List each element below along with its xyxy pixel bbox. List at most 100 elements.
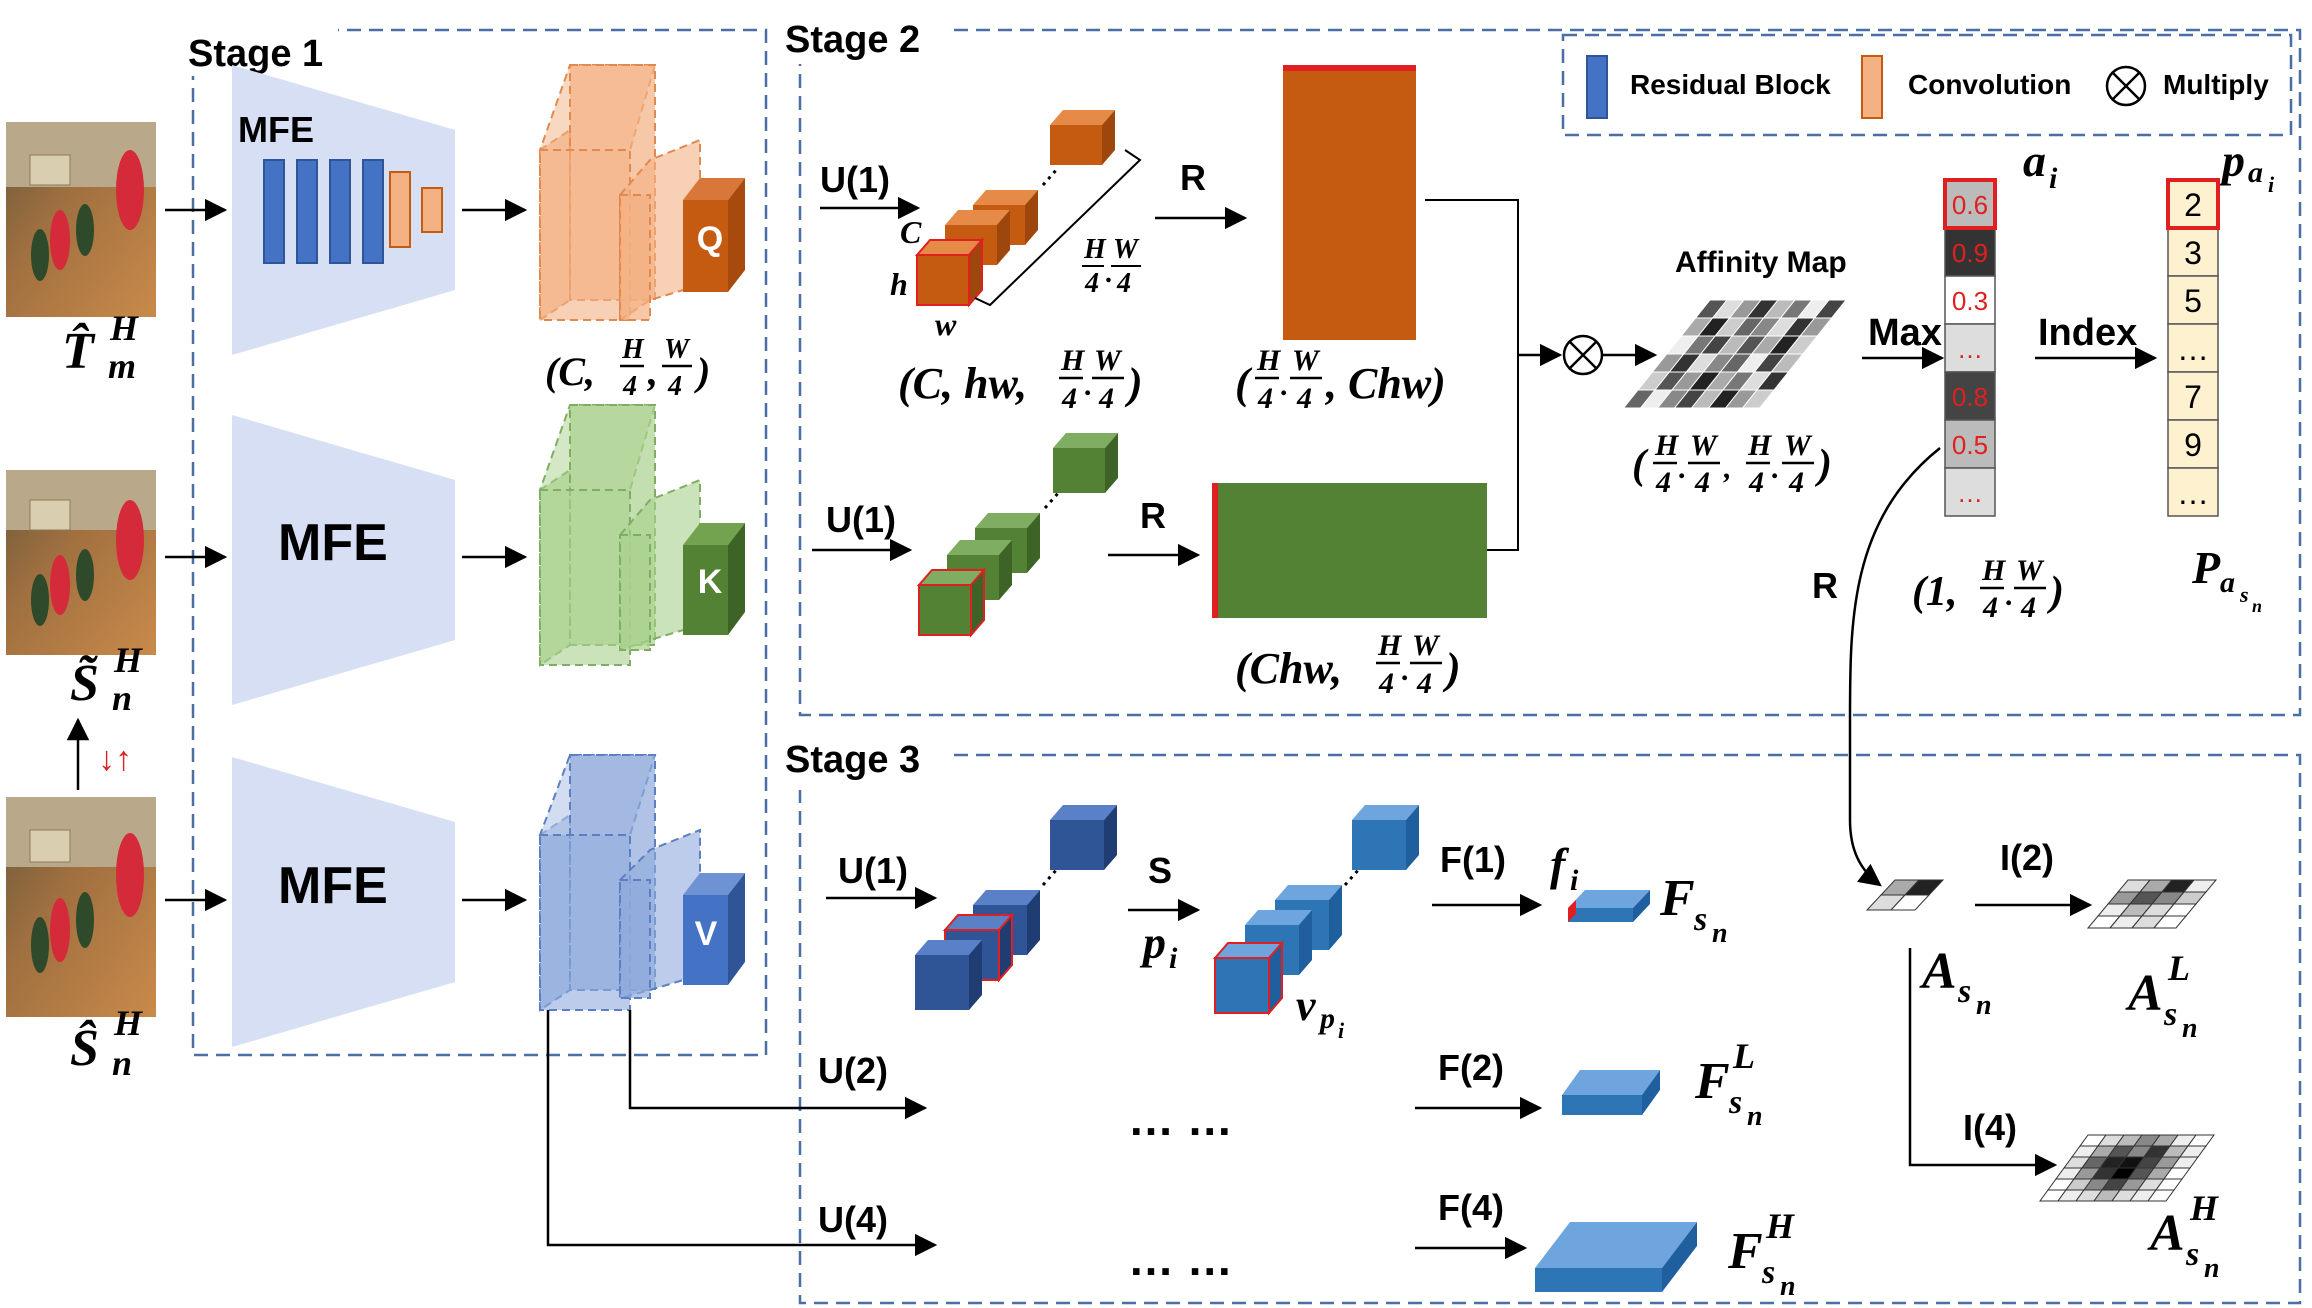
pai-value: 3: [2184, 235, 2202, 271]
svg-text:m: m: [108, 346, 136, 386]
s-label: S: [1148, 850, 1172, 891]
q-highlight-row: [1283, 65, 1416, 71]
pai-highlight: [2166, 178, 2220, 230]
svg-text:): ): [1124, 359, 1143, 408]
svg-text:n: n: [1747, 1101, 1763, 1132]
ai-cell: [1944, 275, 1996, 325]
k-highlight-col: [1212, 483, 1218, 618]
line-u2: [628, 1010, 928, 1120]
attention-cell: [2152, 915, 2188, 929]
svg-text:s: s: [2239, 582, 2249, 607]
P-label: P a s n: [2191, 542, 2262, 616]
attention-cell: [1889, 894, 1931, 911]
pai-value: 5: [2184, 283, 2202, 319]
input-frame-s-tilde: [6, 470, 156, 655]
svg-text:(1,: (1,: [1912, 569, 1958, 615]
ai-value: …: [1957, 334, 1983, 364]
ai-cell: [1944, 419, 1996, 469]
legend-multiply-label: Multiply: [2163, 69, 2269, 100]
ai-cell: [1944, 467, 1996, 517]
Asn-label: A s n: [1919, 943, 1992, 1021]
svg-text:(Chw,: (Chw,: [1235, 644, 1342, 693]
svg-text:(C,: (C,: [545, 349, 595, 394]
FsnH-label: F H s n: [1727, 1206, 1796, 1302]
updown-label: ↓↑: [98, 740, 132, 778]
shape3-label: (Chw, H 4 . W 4 ): [1235, 629, 1461, 700]
svg-text:n: n: [2252, 596, 2262, 616]
k-label: K: [698, 563, 723, 601]
svg-text:s: s: [1728, 1084, 1742, 1121]
AsnH-label: A H s n: [2147, 1188, 2220, 1284]
legend-residual-label: Residual Block: [1630, 69, 1831, 100]
q-shape-label: (C, H 4 , W 4 ): [545, 334, 710, 402]
svg-text:F: F: [1727, 1223, 1763, 1280]
svg-text:4: 4: [1982, 591, 1998, 624]
svg-text:H: H: [1654, 429, 1680, 462]
svg-text:n: n: [112, 678, 132, 718]
cube-h-label: h: [890, 266, 908, 302]
ai-cell: [1944, 227, 1996, 277]
feature-pyramid-q: Q: [538, 64, 745, 322]
svg-text:4: 4: [1061, 382, 1077, 415]
pai-cell: [2167, 419, 2219, 469]
mfe-encoder-2: [232, 415, 455, 705]
svg-text:4: 4: [622, 371, 637, 402]
svg-text:s: s: [2185, 1236, 2199, 1273]
svg-text:H: H: [2189, 1188, 2219, 1228]
svg-text:4: 4: [1655, 466, 1671, 499]
svg-text:,: ,: [647, 349, 658, 394]
affinity-shape-label: ( H 4 . W 4 , H 4 . W 4 ): [1632, 429, 1832, 499]
svg-text:.: .: [2006, 579, 2014, 612]
svg-text:H: H: [1765, 1206, 1795, 1246]
stage2-box: [798, 28, 2302, 717]
cube-w-label: w: [935, 306, 957, 342]
feature-pyramid-k: K: [538, 404, 745, 667]
s2-u1b-label: U(1): [826, 499, 896, 540]
svg-text:.: .: [1106, 258, 1113, 289]
shape2-label: ( H 4 . W 4 , Chw): [1235, 344, 1446, 415]
svg-text:L: L: [2167, 948, 2190, 988]
svg-text:): ): [694, 349, 710, 394]
svg-text:H: H: [1377, 629, 1403, 662]
svg-text:): ): [1814, 442, 1832, 488]
svg-text:(: (: [1235, 359, 1253, 408]
feature-fsn-H: [1535, 1222, 1697, 1292]
svg-text:S̃: S̃: [70, 654, 99, 712]
svg-text:): ): [1442, 644, 1461, 693]
svg-text:(C, hw,: (C, hw,: [898, 359, 1027, 408]
svg-text:4: 4: [1748, 466, 1764, 499]
k-reshaped-matrix: [1212, 483, 1487, 618]
feature-fsn-L: [1562, 1070, 1660, 1115]
svg-text:.: .: [1679, 452, 1687, 485]
fi-label: f i: [1550, 839, 1579, 897]
svg-text:4: 4: [2020, 591, 2036, 624]
ai-cell: [1944, 323, 1996, 373]
svg-text:.: .: [1772, 452, 1780, 485]
v-selected-cube-stack: [1212, 805, 1419, 1016]
r-down-label: R: [1812, 565, 1838, 606]
svg-text:4: 4: [1098, 382, 1114, 415]
svg-text:A: A: [2147, 1205, 2185, 1262]
svg-text:H: H: [113, 1003, 143, 1043]
dots-4: … …: [1128, 1233, 1233, 1285]
svg-text:Ŝ: Ŝ: [70, 1019, 99, 1077]
svg-text:H: H: [621, 334, 645, 365]
pai-vector: 235…79…: [2166, 178, 2220, 517]
svg-text:A: A: [1919, 943, 1957, 1000]
stage3-box: [798, 753, 2302, 1305]
affinity-map-label: Affinity Map: [1675, 246, 1847, 279]
svg-text:W: W: [1784, 429, 1813, 462]
feature-pyramid-v: V: [538, 754, 745, 1012]
multiply-icon: [2105, 65, 2147, 107]
input-frame-s-hat: [6, 797, 156, 1017]
index-label: Index: [2038, 312, 2137, 354]
svg-text:s: s: [2163, 996, 2177, 1033]
ai-value: 0.5: [1952, 430, 1988, 460]
svg-text:n: n: [2182, 1013, 2198, 1044]
svg-text:.: .: [1085, 369, 1093, 402]
svg-text:4: 4: [1694, 466, 1710, 499]
svg-text:F: F: [1694, 1053, 1730, 1110]
pai-label: p a i: [2218, 135, 2275, 197]
svg-text:n: n: [2204, 1253, 2220, 1284]
svg-text:W: W: [664, 334, 691, 365]
